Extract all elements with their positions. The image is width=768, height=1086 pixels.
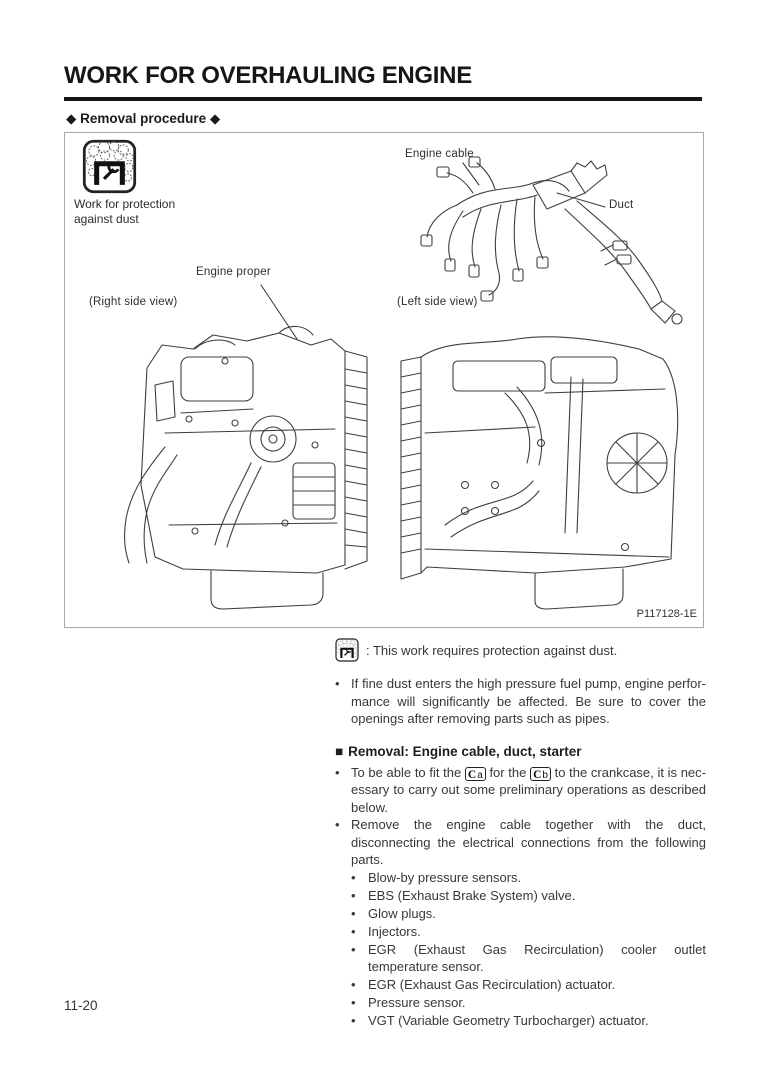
figure-box: Work for protection against dust Engine … bbox=[64, 132, 704, 628]
engine-figure-art bbox=[124, 156, 683, 610]
label-engine-cable: Engine cable bbox=[405, 148, 474, 160]
engine-left-view-art bbox=[400, 336, 679, 610]
bullet-glyph: • bbox=[351, 977, 356, 992]
page-number: 11-20 bbox=[64, 998, 98, 1013]
dust-protection-caption: Work for protection against dust bbox=[74, 197, 176, 226]
bullet-glyph: • bbox=[351, 995, 356, 1010]
bullet-glyph: • bbox=[351, 941, 356, 957]
dust-protection-icon bbox=[82, 139, 137, 194]
list-item: •EGR (Exhaust Gas Recirculation) actuato… bbox=[351, 977, 616, 992]
bullet-glyph: • bbox=[335, 764, 340, 780]
engine-cable-harness-art bbox=[420, 156, 683, 325]
list-item: •EBS (Exhaust Brake System) valve. bbox=[351, 887, 576, 903]
list-item: •Blow-by pressure sensors. bbox=[351, 869, 522, 885]
label-duct: Duct bbox=[609, 199, 634, 211]
list-item: •EGR (Exhaust Gas Recirculation) cooler … bbox=[351, 941, 706, 975]
dust-note-text: : This work requires protection against … bbox=[366, 642, 618, 658]
bullet-glyph: • bbox=[351, 869, 356, 885]
bullet-glyph: • bbox=[351, 1013, 356, 1028]
tool-a-badge: Ca bbox=[464, 766, 486, 781]
bullet-glyph: • bbox=[351, 887, 356, 903]
bullet-glyph: • bbox=[351, 923, 356, 939]
procedure-text-column: : This work requires protection against … bbox=[335, 638, 706, 1030]
remove-cable-bullet: • Remove the engine cable together with … bbox=[335, 817, 706, 867]
removal-section-heading: ■ Removal: Engine cable, duct, starter bbox=[335, 743, 582, 759]
square-bullet-icon: ■ bbox=[335, 743, 344, 759]
list-item: •Glow plugs. bbox=[351, 905, 436, 921]
fit-tools-bullet: • To be able to fit the Ca for the Cb to… bbox=[335, 764, 706, 815]
list-item: •Injectors. bbox=[351, 923, 421, 939]
procedure-heading: ◆ Removal procedure ◆ bbox=[66, 111, 221, 126]
title-rule bbox=[64, 97, 702, 101]
dust-note-row: : This work requires protection against … bbox=[335, 638, 706, 662]
bullet-glyph: • bbox=[351, 905, 356, 921]
list-item: •VGT (Variable Geometry Turbocharger) ac… bbox=[351, 1013, 649, 1028]
figure-code: P117128-1E bbox=[636, 608, 697, 620]
list-item: •Pressure sensor. bbox=[351, 995, 466, 1010]
bullet-glyph: • bbox=[335, 817, 340, 832]
engine-right-view-art bbox=[124, 325, 368, 610]
disconnect-parts-list: •Blow-by pressure sensors. •EBS (Exhaust… bbox=[351, 869, 706, 1030]
page-title: WORK FOR OVERHAULING ENGINE bbox=[64, 62, 472, 89]
dust-protection-small-icon bbox=[335, 638, 359, 662]
bullet-glyph: • bbox=[335, 676, 340, 691]
label-engine-proper: Engine proper bbox=[196, 266, 271, 278]
label-left-side-view: (Left side view) bbox=[397, 296, 478, 308]
label-right-side-view: (Right side view) bbox=[89, 296, 178, 308]
tool-b-badge: Cb bbox=[530, 766, 551, 781]
dust-warning-bullet: • If fine dust enters the high pressure … bbox=[335, 676, 706, 726]
